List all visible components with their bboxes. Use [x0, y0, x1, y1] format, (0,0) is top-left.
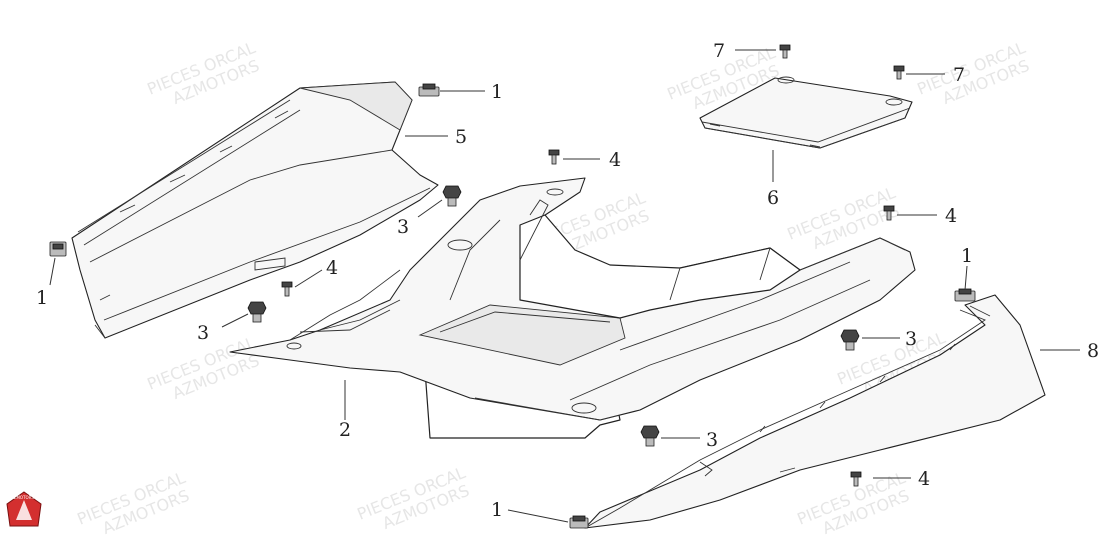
- hardware: [49, 44, 976, 529]
- callout-7-a: 7: [713, 40, 725, 62]
- part-8-right-side-panel: [584, 294, 1046, 529]
- callout-4-c: 4: [945, 205, 957, 227]
- screw-4-d: [850, 471, 862, 487]
- callout-3-d: 3: [706, 429, 718, 451]
- screw-7-a: [779, 44, 791, 59]
- callouts: 1 5 3 1 4 3 2 4 7 7 6 4 1 3 8 3 4 1: [36, 40, 1099, 521]
- part-5-left-side-panel: [71, 81, 439, 339]
- azmotors-logo: AZMOTORS: [6, 491, 42, 527]
- clip-1-left: [49, 241, 67, 257]
- bolt-3-d: [640, 425, 660, 447]
- clip-1-top: [418, 83, 440, 97]
- svg-text:AZMOTORS: AZMOTORS: [11, 495, 34, 500]
- callout-1-left: 1: [36, 287, 48, 309]
- callout-3-c: 3: [905, 328, 917, 350]
- callout-4-d: 4: [918, 468, 930, 490]
- watermark: PIECES ORCAL AZMOTORS: [144, 333, 262, 403]
- part-2-floor-panel: [229, 177, 916, 439]
- callout-3-a: 3: [397, 216, 409, 238]
- callout-4-a: 4: [609, 149, 621, 171]
- callout-4-b: 4: [326, 257, 338, 279]
- callout-1-bottom: 1: [491, 499, 503, 521]
- bolt-3-a: [442, 185, 462, 207]
- callout-3-b: 3: [197, 322, 209, 344]
- screw-4-a: [548, 149, 560, 165]
- clip-1-bottom: [569, 515, 589, 529]
- part-6-cover-plate: [699, 76, 913, 149]
- clip-1-right: [954, 288, 976, 302]
- callout-2: 2: [339, 419, 351, 441]
- bolt-3-b: [247, 301, 267, 323]
- watermark: PIECES ORCAL AZMOTORS: [74, 468, 192, 535]
- leader-lines: [49, 49, 1080, 523]
- bolt-3-c: [840, 329, 860, 351]
- watermark: PIECES ORCAL AZMOTORS: [144, 38, 262, 108]
- watermark: PIECES ORCAL AZMOTORS: [354, 463, 472, 533]
- screw-7-b: [893, 65, 905, 80]
- screw-4-c: [883, 205, 895, 221]
- callout-5: 5: [455, 126, 467, 148]
- callout-8: 8: [1087, 340, 1099, 362]
- watermark: PIECES ORCAL AZMOTORS: [914, 38, 1032, 108]
- screw-4-b: [281, 281, 293, 297]
- callout-1-top: 1: [491, 81, 503, 103]
- callout-7-b: 7: [953, 64, 965, 86]
- callout-1-right: 1: [961, 245, 973, 267]
- callout-6: 6: [767, 187, 779, 209]
